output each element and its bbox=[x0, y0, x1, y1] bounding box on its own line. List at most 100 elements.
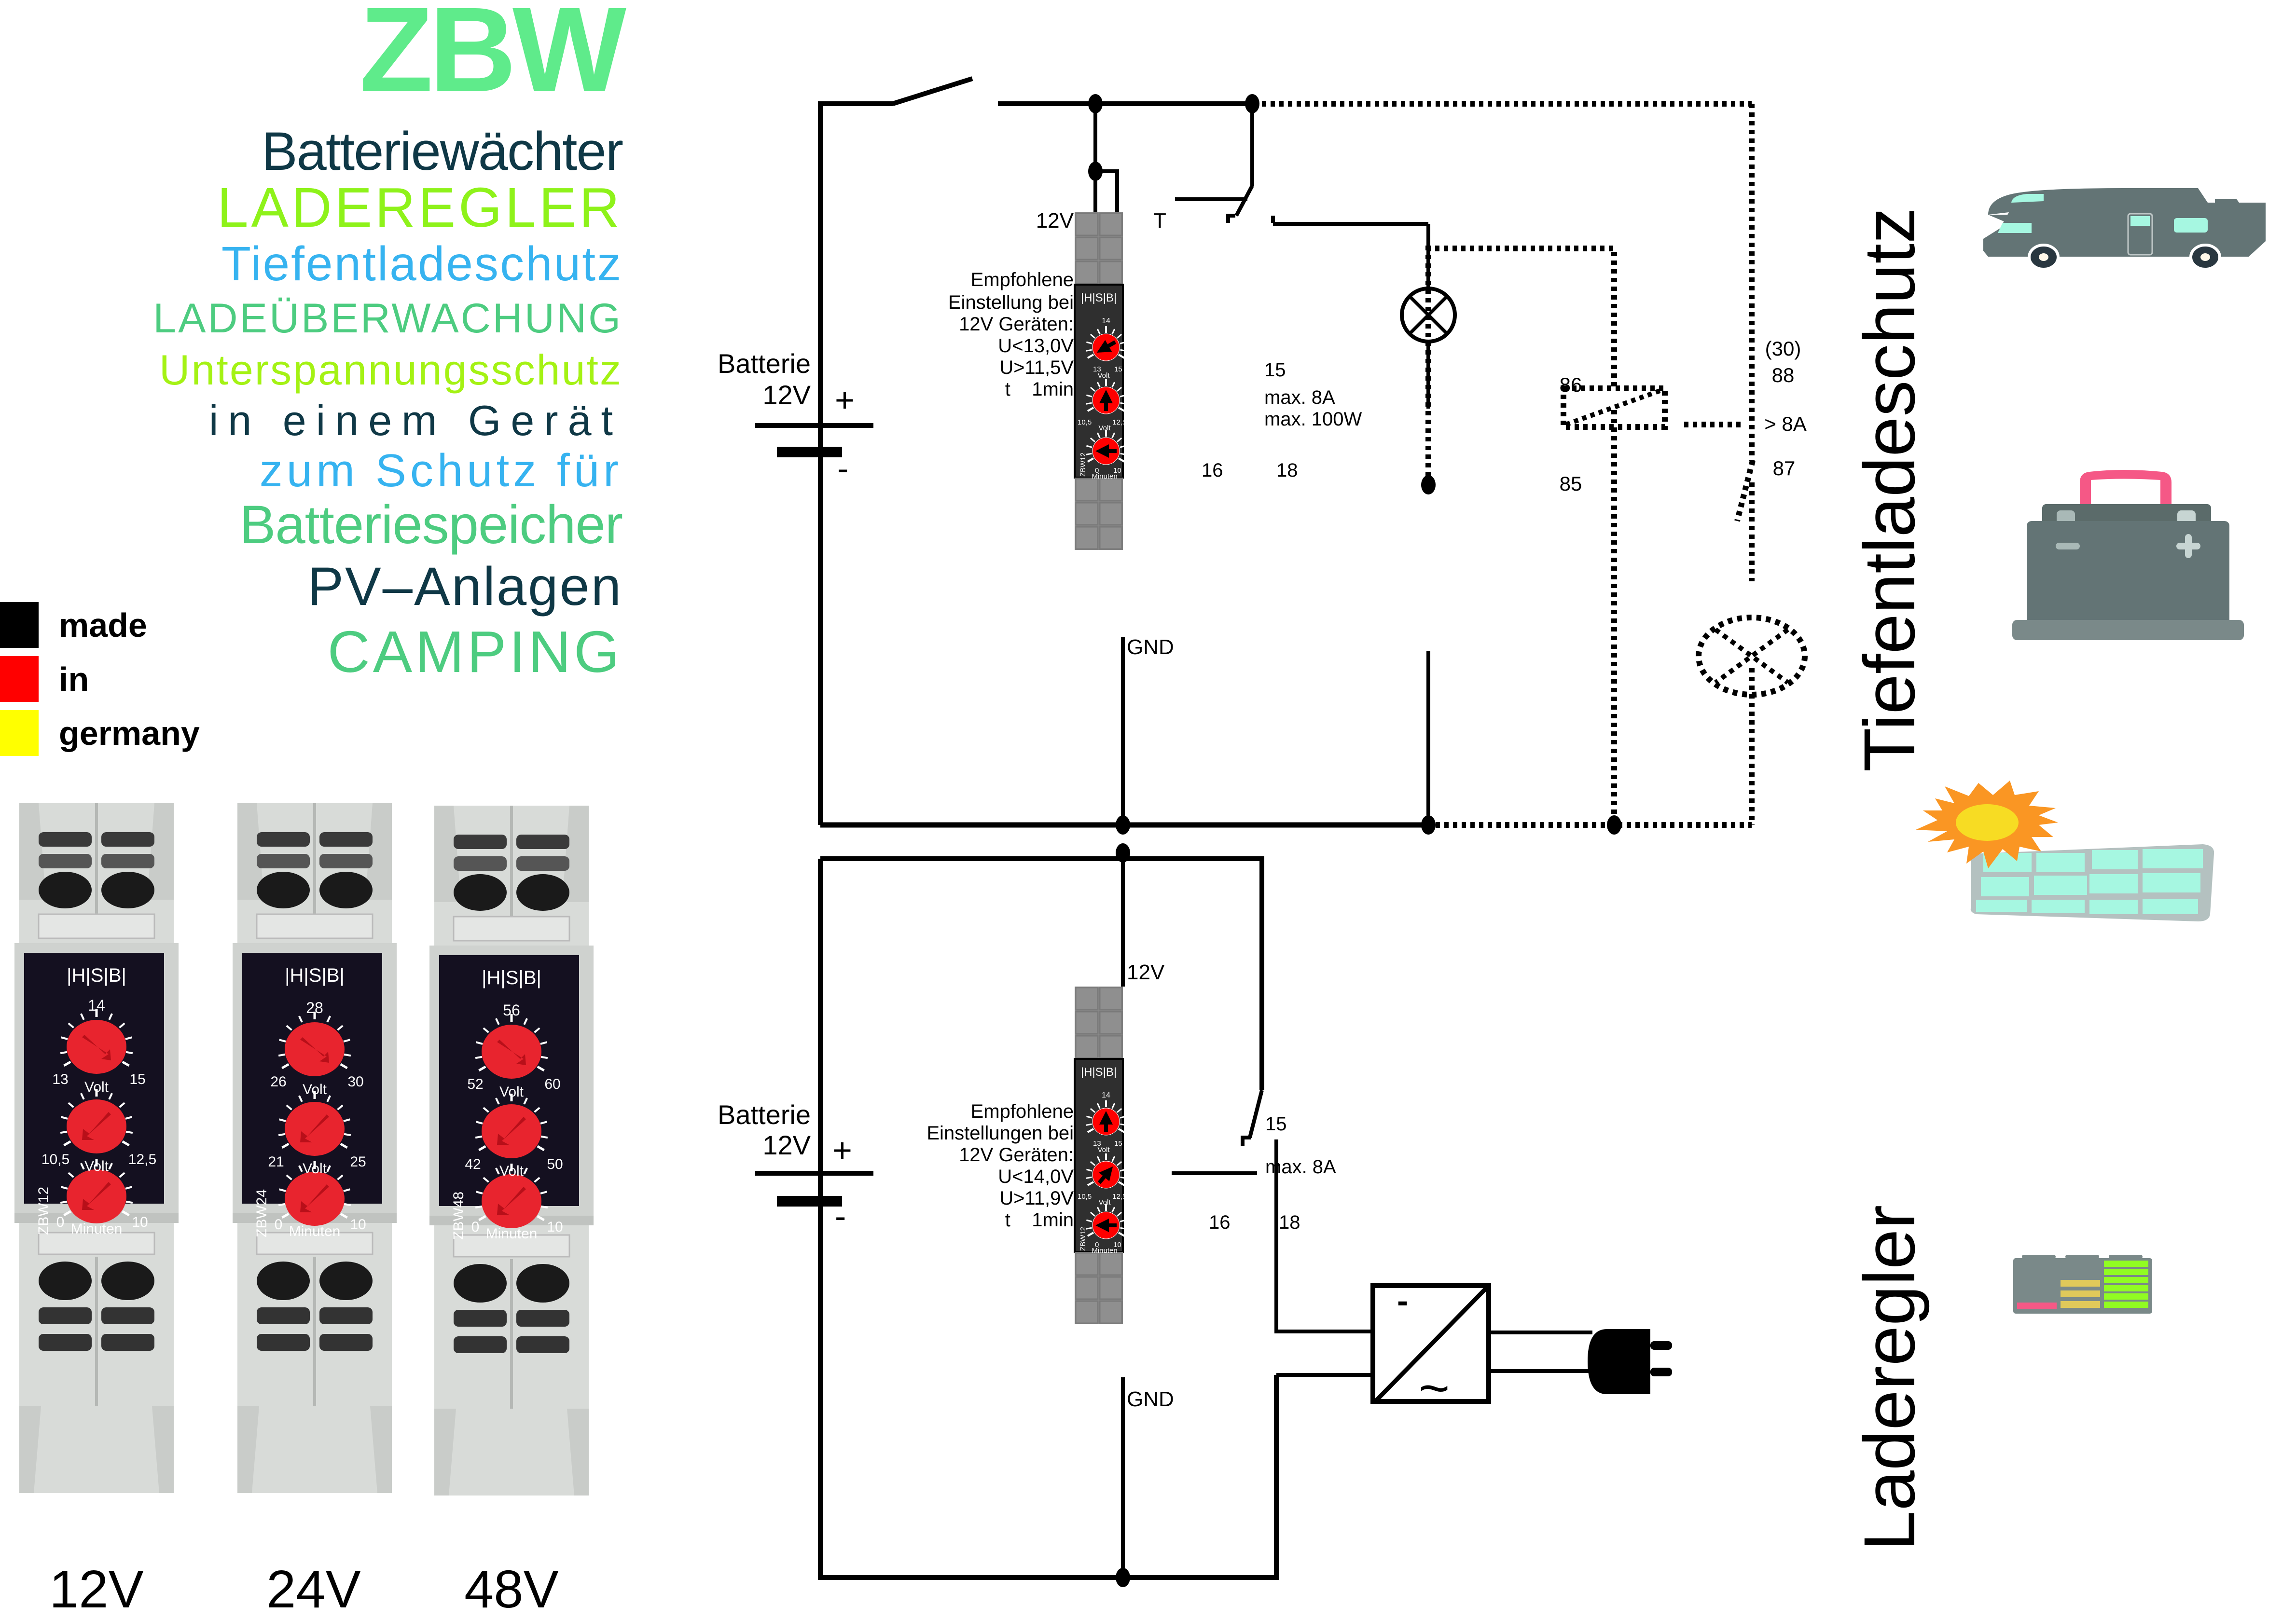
time-max: 10 bbox=[547, 1219, 563, 1235]
relay-contact bbox=[1248, 1090, 1264, 1138]
optional-relay-wiring bbox=[1262, 101, 1756, 828]
contact-16-label: 16 bbox=[1209, 1212, 1231, 1233]
device-model: ZBW24 bbox=[254, 1189, 270, 1237]
mains-plug-icon bbox=[1588, 1329, 1672, 1394]
u-low-mid: 56 bbox=[503, 1002, 520, 1019]
battery-plus: + bbox=[835, 381, 855, 419]
module-brand: |H|S|B| bbox=[1081, 1066, 1117, 1079]
time-min: 0 bbox=[471, 1219, 480, 1235]
circuit-deep-discharge bbox=[755, 76, 1808, 828]
module-model: ZBW12 bbox=[1079, 453, 1087, 477]
rating-current: max. 8A bbox=[1264, 387, 1335, 408]
coil-86-label: 86 bbox=[1560, 373, 1582, 396]
contact-18-label: 18 bbox=[1279, 1212, 1300, 1233]
circuit-charge-controller bbox=[755, 856, 1592, 1580]
recommendation-line: U>11,9V bbox=[999, 1188, 1074, 1209]
main-switch bbox=[892, 76, 973, 106]
recommendation-line: t 1min bbox=[1005, 1209, 1074, 1231]
relay-coil bbox=[1561, 385, 1668, 430]
in-label: in bbox=[59, 660, 89, 698]
dc-symbol: - bbox=[1397, 1282, 1408, 1319]
contact-15-label: 15 bbox=[1265, 1113, 1287, 1135]
dial-unit-volt: Volt bbox=[1098, 1198, 1111, 1207]
recommendation-line: U<13,0V bbox=[998, 335, 1074, 357]
dial-label-15: 15 bbox=[1114, 1139, 1122, 1148]
u-low-min: 52 bbox=[467, 1076, 483, 1092]
device-label-12v: 12V bbox=[49, 1560, 144, 1619]
car-battery-icon bbox=[2012, 470, 2244, 640]
dial-label-0: 0 bbox=[1095, 466, 1099, 475]
made-label: made bbox=[59, 606, 147, 644]
time-min: 0 bbox=[275, 1217, 283, 1233]
terminal-t: T bbox=[1153, 209, 1166, 233]
battery-minus: - bbox=[835, 1197, 846, 1235]
u-high-unit: Volt bbox=[84, 1158, 109, 1174]
zbw-module-bottom: |H|S|B| 14 13 15 Volt 10,5 12,5 Volt 0 1… bbox=[1074, 986, 1127, 1325]
recommendation-line: Einstellungen bei bbox=[927, 1123, 1074, 1144]
dial-unit-volt: Volt bbox=[1097, 1146, 1110, 1154]
u-high-min: 21 bbox=[268, 1154, 284, 1170]
battery-plus: + bbox=[832, 1131, 852, 1169]
wire bbox=[820, 856, 1264, 1090]
section-title-deep-discharge: Tiefentladeschutz bbox=[1849, 207, 1930, 772]
contact-18-label: 18 bbox=[1276, 460, 1298, 481]
dial-label-13: 13 bbox=[1093, 1139, 1101, 1148]
wire bbox=[818, 859, 1279, 1580]
battery-charge-levels-icon bbox=[2013, 1255, 2152, 1314]
flag-stripe-black bbox=[0, 602, 39, 648]
terminal-gnd: GND bbox=[1127, 635, 1174, 659]
dial-label-13: 13 bbox=[1093, 365, 1101, 373]
device-photo-zbw12: |H|S|B| 14 13 15 Volt 10,5 12,5 Volt 0 1… bbox=[14, 803, 179, 1493]
tagline-line-4: LADEÜBERWACHUNG bbox=[153, 295, 622, 342]
u-low-mid: 28 bbox=[306, 999, 323, 1016]
terminal-12v: 12V bbox=[1036, 209, 1074, 233]
device-model: ZBW48 bbox=[451, 1192, 467, 1240]
rating-power: max. 100W bbox=[1264, 409, 1362, 430]
tagline-line-8: Batteriespeicher bbox=[239, 494, 623, 555]
contact-30-label: (30) bbox=[1765, 337, 1801, 360]
relay-rating: > 8A bbox=[1764, 412, 1807, 435]
junctions-bottom bbox=[1116, 1568, 1130, 1587]
contact-16-label: 16 bbox=[1202, 460, 1223, 481]
u-low-max: 15 bbox=[129, 1071, 145, 1087]
device-label-24v: 24V bbox=[266, 1560, 361, 1619]
recommendation-line: Einstellung bei bbox=[948, 292, 1074, 313]
tagline-line-10: CAMPING bbox=[327, 619, 622, 685]
dial-unit-minutes: Minuten bbox=[1092, 1247, 1117, 1255]
flag-row-yellow: germany bbox=[0, 710, 200, 756]
time-unit: Minuten bbox=[71, 1221, 123, 1237]
device-label-48v: 48V bbox=[464, 1560, 559, 1619]
wire bbox=[818, 101, 893, 825]
dial-label-14: 14 bbox=[1102, 317, 1110, 325]
wire bbox=[1274, 1139, 1373, 1333]
dial-unit-volt: Volt bbox=[1097, 371, 1110, 380]
dial-label-14: 14 bbox=[1102, 1091, 1110, 1099]
u-high-max: 12,5 bbox=[128, 1152, 156, 1167]
time-max: 10 bbox=[350, 1217, 366, 1233]
battery-voltage: 12V bbox=[762, 1130, 811, 1160]
device-brand: |H|S|B| bbox=[285, 965, 345, 986]
time-unit: Minuten bbox=[486, 1226, 538, 1242]
time-min: 0 bbox=[56, 1214, 65, 1230]
contact-16 bbox=[1226, 214, 1235, 223]
module-brand: |H|S|B| bbox=[1081, 291, 1117, 304]
labels-top: 12V T GND Batterie 12V + - Empfohlene Ei… bbox=[718, 209, 1807, 659]
tagline-line-6: in einem Gerät bbox=[208, 397, 622, 444]
u-low-min: 26 bbox=[270, 1074, 286, 1090]
contact-88-label: 88 bbox=[1772, 364, 1795, 386]
tagline-line-1: Batteriewächter bbox=[261, 121, 623, 181]
tagline-line-5: Unterspannungsschutz bbox=[159, 346, 622, 394]
contact-15-label: 15 bbox=[1264, 359, 1286, 381]
time-unit: Minuten bbox=[289, 1223, 341, 1239]
recommendation-line: 12V Geräten: bbox=[959, 1144, 1074, 1166]
dial-label-10: 10 bbox=[1113, 466, 1121, 475]
dial-unit-minutes: Minuten bbox=[1092, 472, 1117, 480]
u-low-max: 30 bbox=[347, 1074, 363, 1090]
zbw-logo: ZBW bbox=[359, 0, 626, 117]
recommendation-line: U>11,5V bbox=[999, 357, 1074, 378]
u-low-unit: Volt bbox=[499, 1084, 524, 1100]
labels-bottom: 12V GND Batterie 12V + - Empfohlene Eins… bbox=[718, 960, 1336, 1411]
recommendation-line: Empfohlene bbox=[971, 269, 1074, 290]
section-title-charge-controller: Laderegler bbox=[1849, 1205, 1930, 1551]
